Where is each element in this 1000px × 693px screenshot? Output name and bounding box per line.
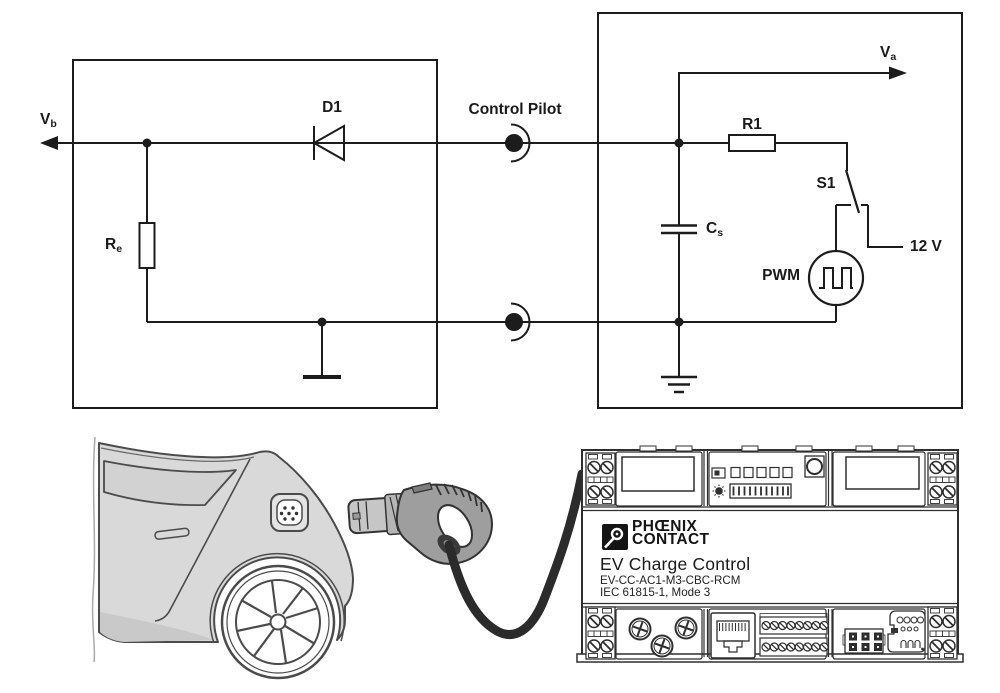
terminal-block-top-right — [928, 453, 957, 505]
brand-line-top: PHŒNIX — [632, 518, 698, 535]
label-s1: S1 — [816, 175, 836, 192]
terminal-strip — [759, 613, 829, 657]
top-right-module — [832, 451, 926, 507]
brand-line-bottom: CONTACT — [632, 531, 710, 549]
big-screw — [674, 616, 698, 640]
label-va: Va — [880, 44, 897, 63]
door-handle — [154, 527, 190, 540]
charger-circuit-box — [597, 12, 963, 409]
led-indicator-icon — [711, 467, 726, 479]
wheel-spokes — [236, 580, 319, 664]
vehicle-circuit-box — [72, 59, 438, 409]
module-tabs — [639, 445, 915, 452]
terminal-block-top-left — [586, 453, 615, 505]
label-vb: Vb — [40, 111, 57, 130]
big-screw — [650, 634, 674, 658]
display-window-left — [621, 456, 695, 492]
terminal-block-bottom-right — [928, 607, 957, 659]
image-tear-edge — [91, 436, 96, 663]
switch-s1 — [835, 169, 903, 251]
door-seam — [154, 458, 251, 622]
diode-d1 — [311, 124, 345, 162]
cp-contact-bottom — [505, 302, 531, 342]
resistor-re — [138, 143, 156, 322]
rj45-port — [710, 612, 756, 659]
charge-port — [270, 493, 309, 532]
label-control-pilot: Control Pilot — [468, 101, 562, 118]
plug-latch — [411, 482, 433, 494]
ground-symbol-charger — [661, 322, 697, 394]
pwm-source — [807, 249, 865, 322]
dip-switch-bank — [729, 483, 792, 499]
car-sill-shading — [100, 612, 214, 642]
label-d1: D1 — [322, 99, 342, 116]
capacitor-cs — [661, 143, 697, 322]
product-name: EV Charge Control — [600, 554, 751, 574]
label-cs: Cs — [706, 220, 724, 239]
square-wave-icon — [819, 267, 853, 289]
roof-trim-line — [100, 447, 255, 462]
circuit-schematic — [40, 12, 963, 409]
wire-control-pilot-top — [44, 142, 848, 171]
label-pwm: PWM — [762, 267, 800, 284]
bottom-left-module — [615, 608, 703, 660]
rear-wheel — [209, 552, 345, 680]
grip-ribs — [435, 483, 483, 513]
top-left-module — [615, 451, 703, 507]
status-indicator-squares — [730, 466, 793, 479]
terminal-block-bottom-left — [586, 607, 615, 659]
display-window-right — [845, 456, 920, 490]
top-middle-module — [708, 451, 827, 507]
vb-arrow — [40, 136, 58, 150]
product-standard: IEC 61815-1, Mode 3 — [600, 586, 711, 599]
ground-symbol-vehicle — [303, 322, 341, 379]
label-12v: 12 V — [910, 238, 942, 255]
cp-contact-top — [505, 123, 531, 163]
car-illustration — [91, 436, 354, 680]
brightness-icon — [712, 484, 726, 498]
charge-controller-device — [576, 445, 964, 663]
phoenix-contact-logo-icon — [602, 524, 628, 550]
control-connector — [842, 628, 886, 654]
va-arrow — [678, 66, 907, 143]
rear-window — [103, 460, 237, 506]
label-re: Re — [105, 236, 123, 255]
big-screw — [628, 617, 652, 641]
test-button — [804, 455, 825, 478]
charging-plug — [347, 482, 494, 565]
charging-cable — [444, 469, 587, 639]
brand-wordmark: PHŒNIX CONTACT — [632, 518, 710, 549]
sim-connector — [887, 610, 926, 653]
product-model: EV-CC-AC1-M3-CBC-RCM — [600, 574, 741, 587]
resistor-r1 — [728, 134, 776, 152]
label-r1: R1 — [742, 116, 762, 133]
